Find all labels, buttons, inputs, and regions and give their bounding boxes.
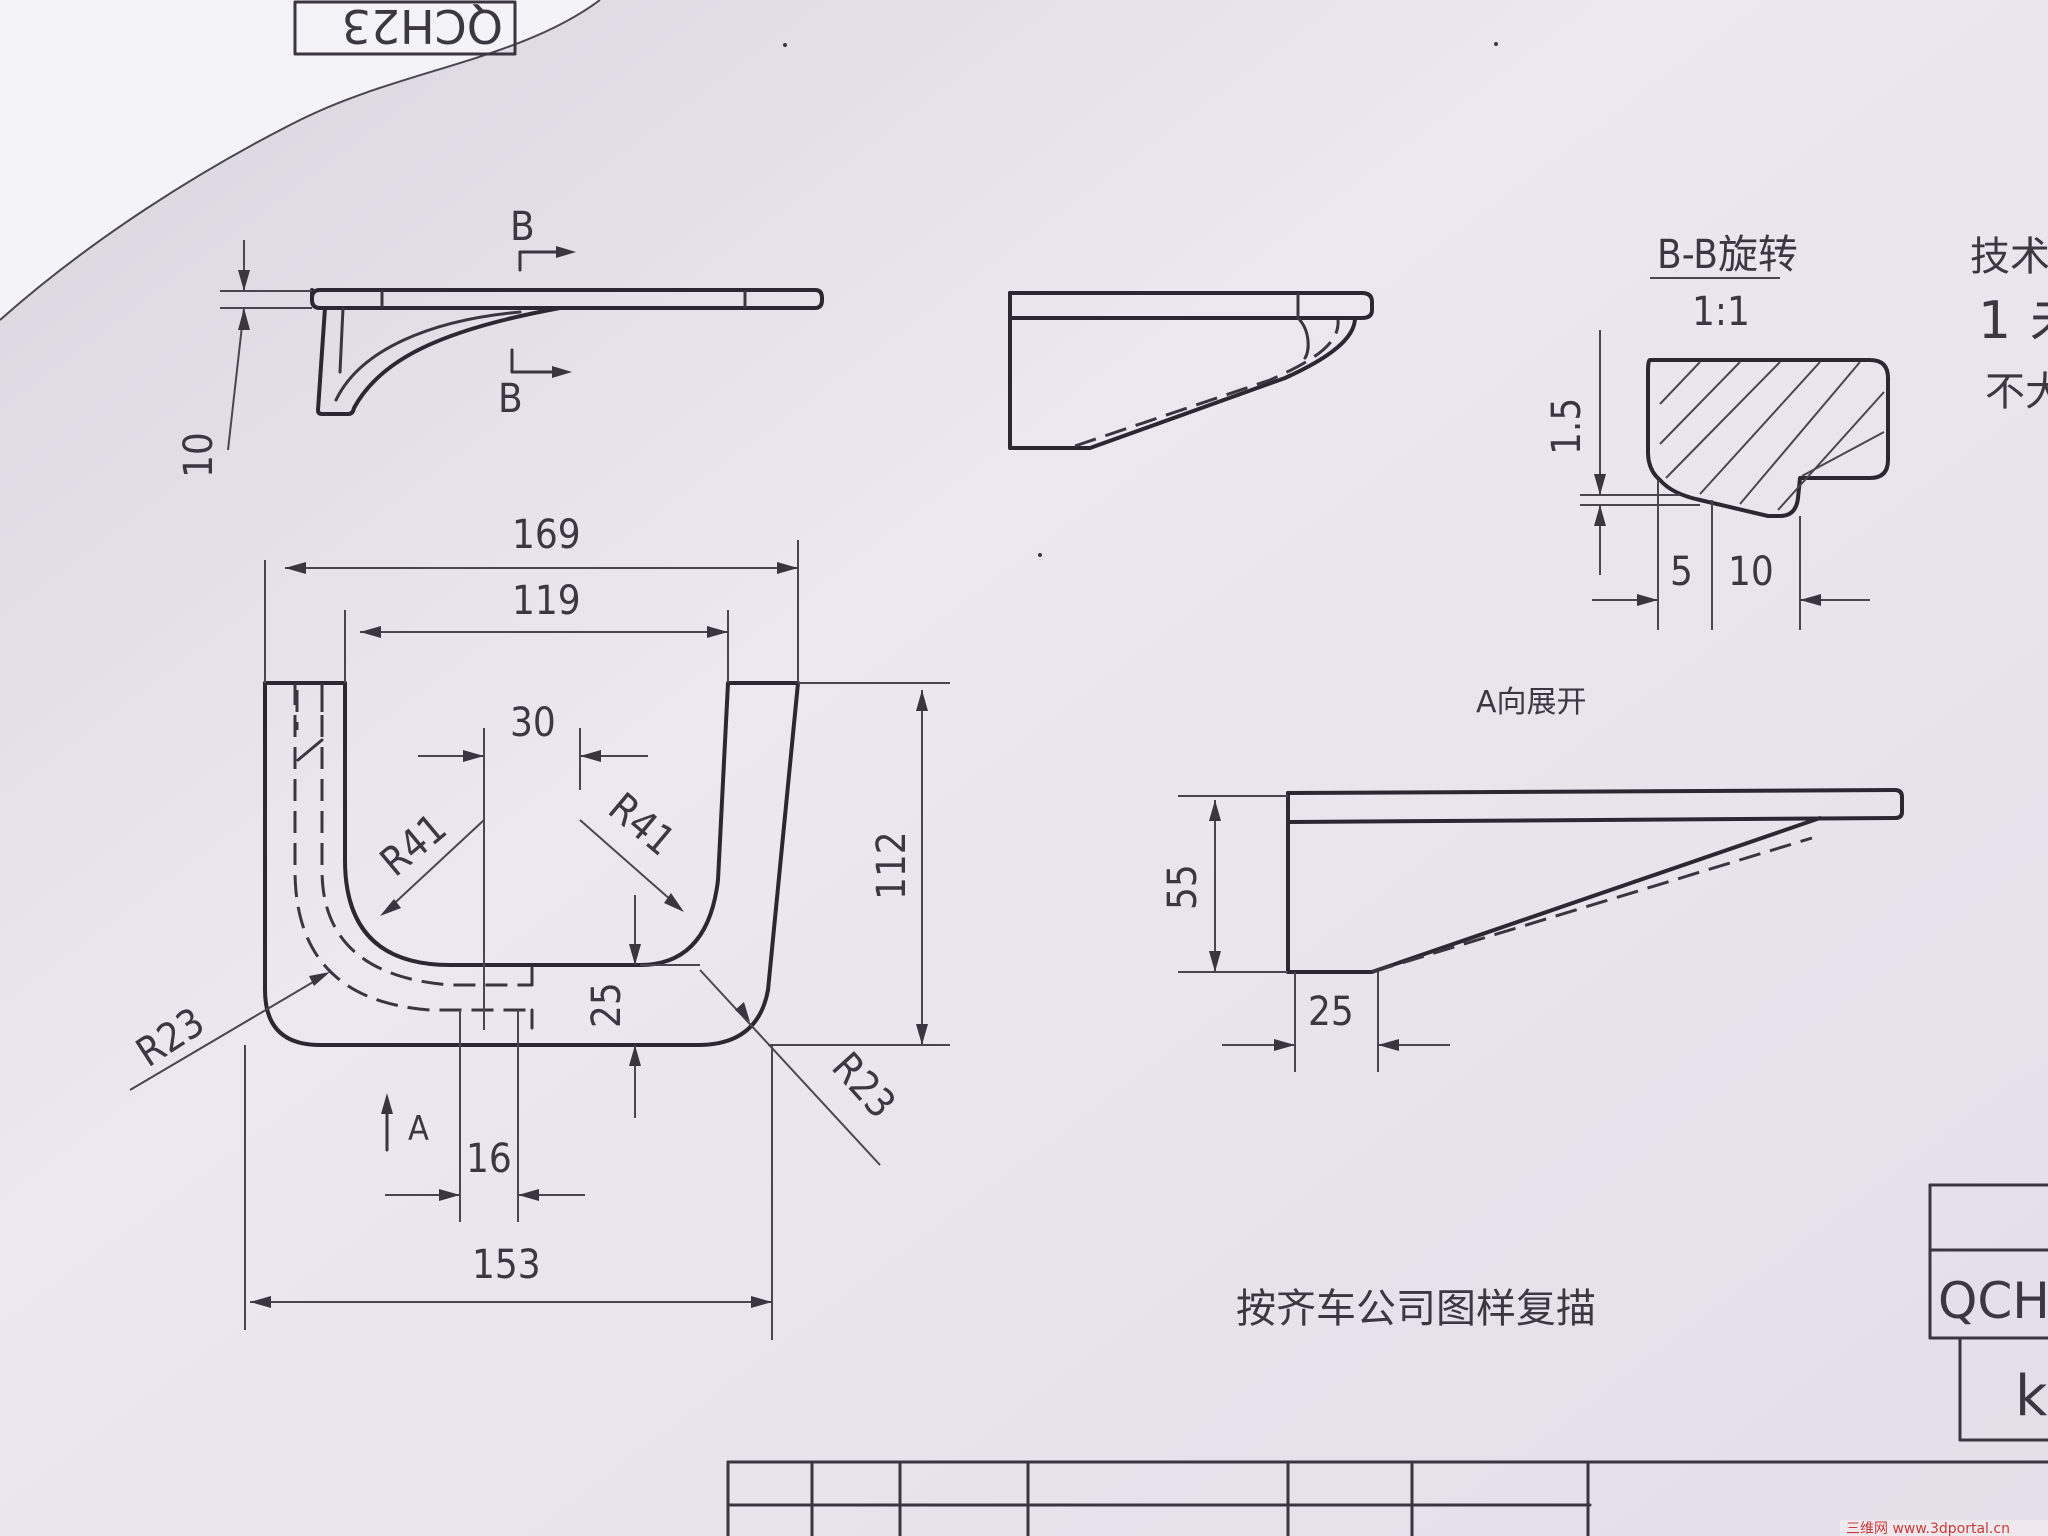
title-block-letter: k bbox=[2015, 1364, 2048, 1429]
section-b-b: B-B旋转 1:1 1.5 5 10 bbox=[1544, 232, 1890, 630]
cut-mark-b-bottom: B bbox=[498, 348, 572, 422]
dim-section-5: 5 bbox=[1670, 549, 1693, 595]
view-label-a: A bbox=[408, 1109, 429, 1149]
view-arrow-a: A bbox=[381, 1093, 429, 1152]
dim-overall-width-169: 169 bbox=[512, 512, 581, 558]
section-title: B-B旋转 bbox=[1657, 232, 1798, 278]
technical-requirements: 技术要 1 未 不大 bbox=[1970, 234, 2048, 415]
tech-req-heading: 技术要 bbox=[1970, 234, 2048, 280]
a-view-title: A向展开 bbox=[1476, 685, 1587, 720]
side-view-left: 10 B B bbox=[176, 204, 824, 478]
dim-dev-base-25: 25 bbox=[1308, 989, 1354, 1035]
bottom-title-block bbox=[726, 1460, 2048, 1536]
cut-label-b-top: B bbox=[510, 204, 535, 250]
drawing-number: QCH23 bbox=[342, 0, 503, 53]
dim-offset-25: 25 bbox=[584, 982, 630, 1028]
right-title-block: QCH2 k bbox=[1928, 1183, 2048, 1442]
side-view-middle bbox=[1008, 291, 1374, 450]
dim-thickness-10: 10 bbox=[176, 432, 222, 478]
drawing-number-right: QCH2 bbox=[1938, 1272, 2048, 1330]
dim-slot-16: 16 bbox=[466, 1136, 512, 1182]
dim-base-width-153: 153 bbox=[472, 1242, 541, 1288]
cut-label-b-bottom: B bbox=[498, 376, 523, 422]
a-view-development: A向展开 55 25 bbox=[1160, 685, 1904, 1072]
dim-section-1-5: 1.5 bbox=[1544, 398, 1590, 455]
section-scale: 1:1 bbox=[1692, 289, 1750, 335]
tech-req-item1-number: 1 bbox=[1978, 291, 2011, 351]
curled-sheet-corner: QCH23 bbox=[0, 0, 601, 321]
drawing-number-box: QCH23 bbox=[293, 0, 517, 56]
dim-dev-height-55: 55 bbox=[1160, 864, 1206, 910]
dim-span-30: 30 bbox=[510, 700, 556, 746]
dim-section-10: 10 bbox=[1728, 549, 1774, 595]
section-hatching bbox=[1659, 361, 1885, 511]
cut-mark-b-top: B bbox=[510, 204, 576, 272]
watermark: 三维网 www.3dportal.cn bbox=[1846, 1521, 2010, 1536]
dim-height-112: 112 bbox=[869, 831, 915, 900]
tech-req-item2-text: 不大 bbox=[1985, 369, 2048, 415]
watermark-bg bbox=[1840, 1520, 2048, 1536]
dim-inner-width-119: 119 bbox=[512, 578, 581, 624]
tracing-note: 按齐车公司图样复描 bbox=[1236, 1286, 1596, 1332]
tech-req-item1-text: 未 bbox=[2030, 291, 2048, 351]
